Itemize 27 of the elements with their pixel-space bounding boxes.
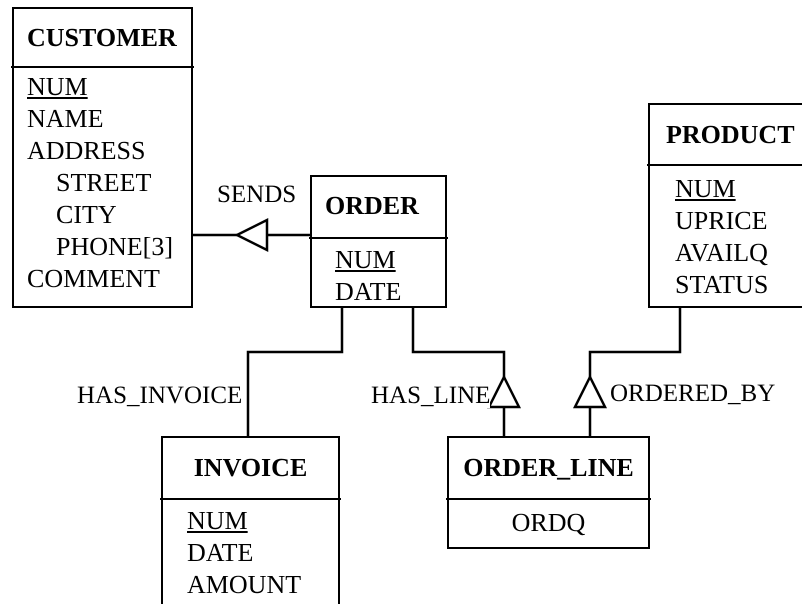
attribute-label: NUM [27, 71, 88, 103]
entity-name: ORDER [325, 190, 419, 222]
entity-name: INVOICE [192, 452, 308, 484]
attribute-label: AMOUNT [187, 569, 302, 601]
attribute-label: NAME [27, 103, 104, 135]
entity-box [648, 103, 802, 308]
entity-box [310, 175, 447, 308]
entity-box [161, 436, 340, 604]
attribute-label: NUM [675, 173, 736, 205]
attribute-label: AVAILQ [675, 237, 768, 269]
entity-box [447, 436, 650, 549]
entity-name: ORDER_LINE [462, 452, 635, 484]
attribute-label: UPRICE [675, 205, 768, 237]
entity-name: CUSTOMER [27, 22, 177, 54]
entity-name: PRODUCT [666, 119, 795, 151]
attribute-label: ADDRESS [27, 135, 146, 167]
attribute-label: STATUS [675, 269, 768, 301]
attribute-label: PHONE[3] [56, 231, 173, 263]
attribute-label: CITY [56, 199, 117, 231]
attribute-label: ORDQ [510, 507, 586, 539]
entity-box [12, 7, 193, 308]
attribute-label: DATE [335, 276, 402, 308]
attribute-label: NUM [335, 244, 396, 276]
attribute-label: DATE [187, 537, 254, 569]
attribute-label: NUM [187, 505, 248, 537]
attribute-label: STREET [56, 167, 152, 199]
attribute-label: COMMENT [27, 263, 160, 295]
